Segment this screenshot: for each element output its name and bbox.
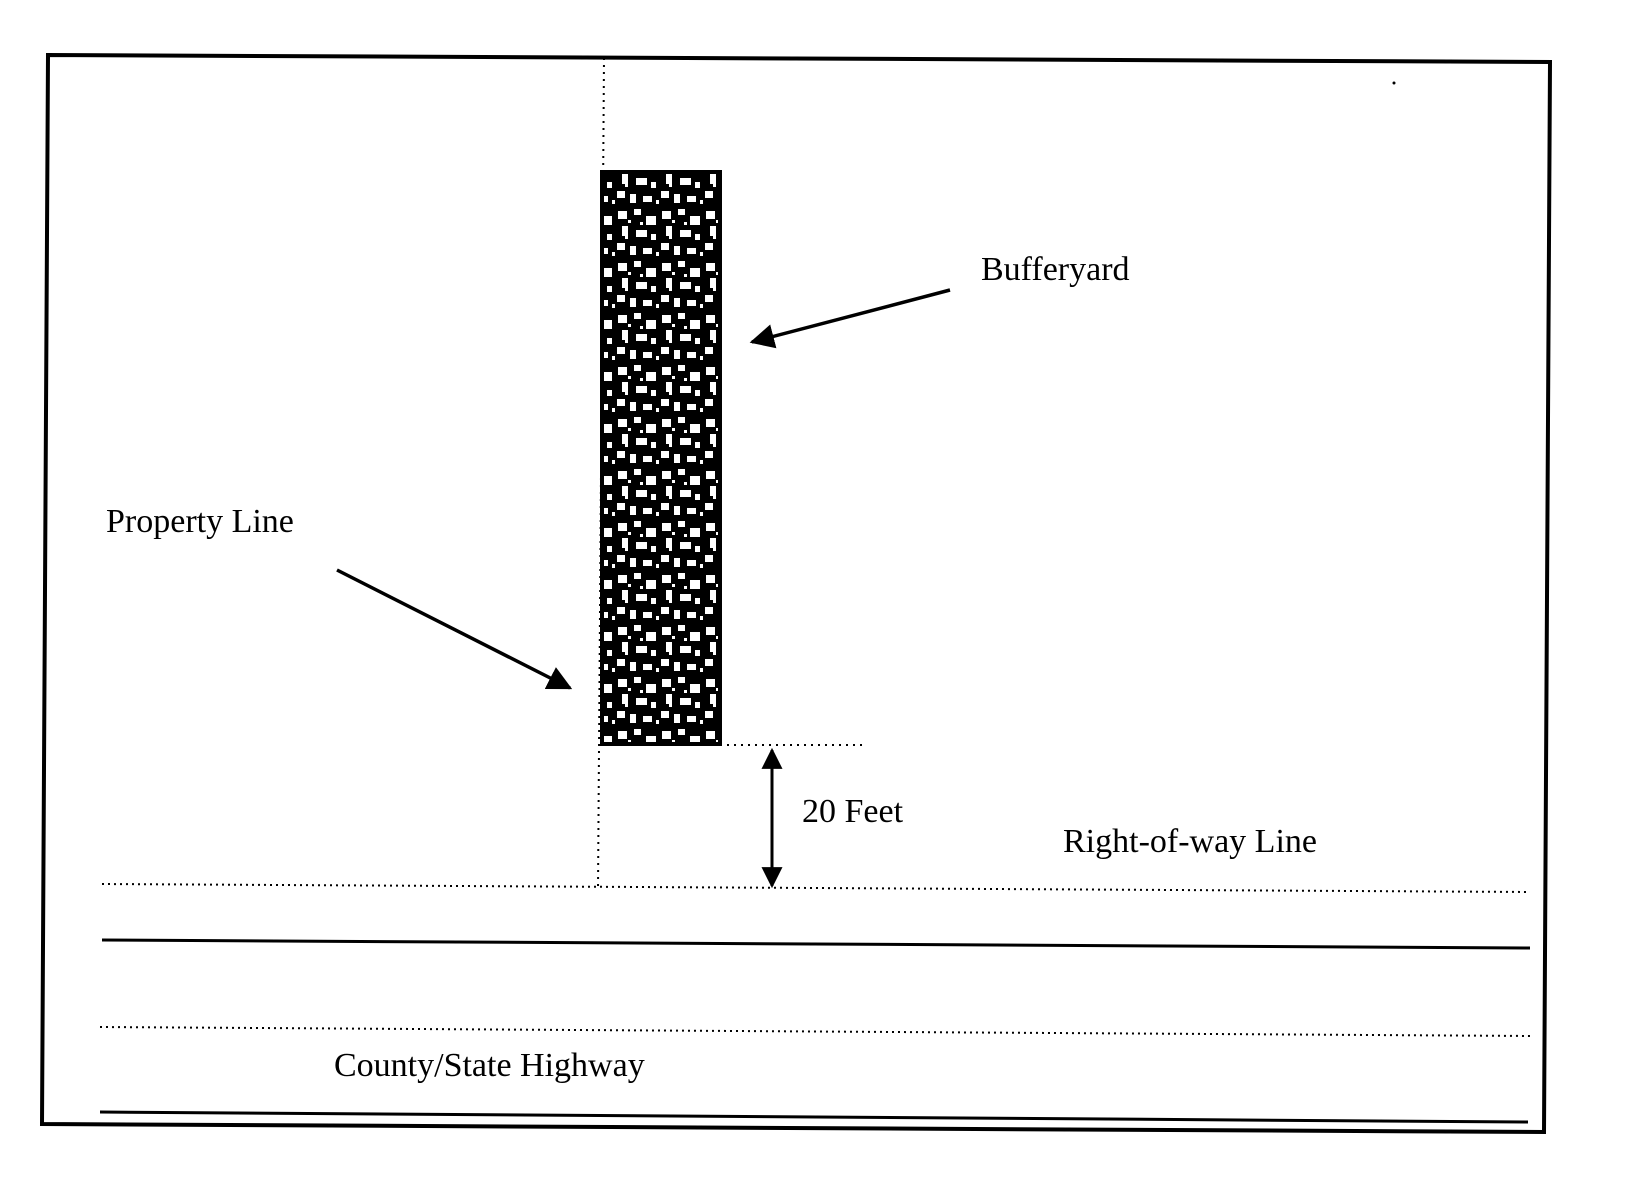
highway-edge-line-upper — [101, 938, 1531, 950]
highway-center-line — [99, 1026, 1531, 1037]
property-line-label: Property Line — [106, 503, 294, 540]
bufferyard-block — [600, 170, 722, 746]
highway-label: County/State Highway — [334, 1047, 645, 1084]
property-line-leader-arrow — [336, 568, 573, 690]
bufferyard-label: Bufferyard — [981, 251, 1130, 288]
highway-edge-line-lower — [99, 1110, 1529, 1124]
diagram-frame — [39, 52, 1553, 1135]
scan-dot — [1392, 81, 1396, 85]
right-of-way-label: Right-of-way Line — [1063, 823, 1317, 860]
distance-label: 20 Feet — [802, 793, 904, 830]
right-of-way-line — [101, 883, 1531, 893]
bufferyard-leader-arrow — [749, 288, 951, 349]
